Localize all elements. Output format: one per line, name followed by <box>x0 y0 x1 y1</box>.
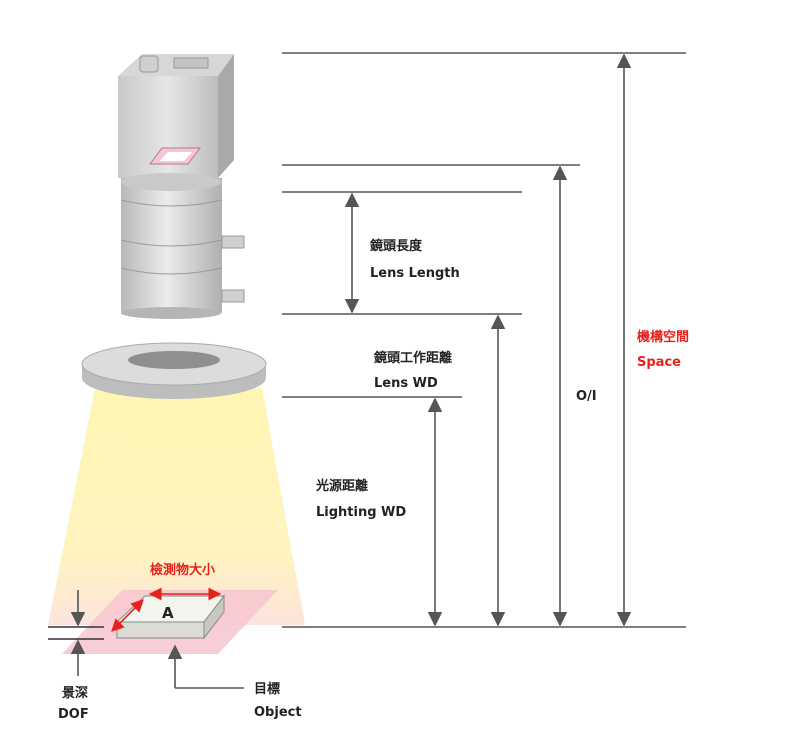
object-size-label: 檢測物大小 <box>150 562 215 578</box>
lighting-wd-label-zh: 光源距離 <box>315 478 368 494</box>
oi-label: O/I <box>576 389 597 404</box>
object-pointer <box>167 644 244 689</box>
lens-length-label-en: Lens Length <box>370 266 460 281</box>
space-label-zh: 機構空間 <box>637 329 689 345</box>
lens-length-label-zh: 鏡頭長度 <box>370 238 423 254</box>
lens-wd-label-zh: 鏡頭工作距離 <box>374 350 452 366</box>
lighting-wd-label-en: Lighting WD <box>316 505 406 520</box>
space-label-en: Space <box>637 355 681 370</box>
camera <box>118 54 234 191</box>
object-letter: A <box>162 604 174 622</box>
object-size-arrow-side <box>111 599 144 632</box>
ring-light <box>81 342 267 399</box>
dof-label-zh: 景深 <box>62 685 88 701</box>
lens <box>120 178 245 319</box>
lens-wd-label-en: Lens WD <box>374 376 438 391</box>
object-label-zh: 目標 <box>254 681 280 697</box>
object-label-en: Object <box>254 705 302 720</box>
dof-indicator <box>48 590 104 676</box>
light-beam <box>48 388 305 625</box>
dof-label-en: DOF <box>58 707 89 722</box>
